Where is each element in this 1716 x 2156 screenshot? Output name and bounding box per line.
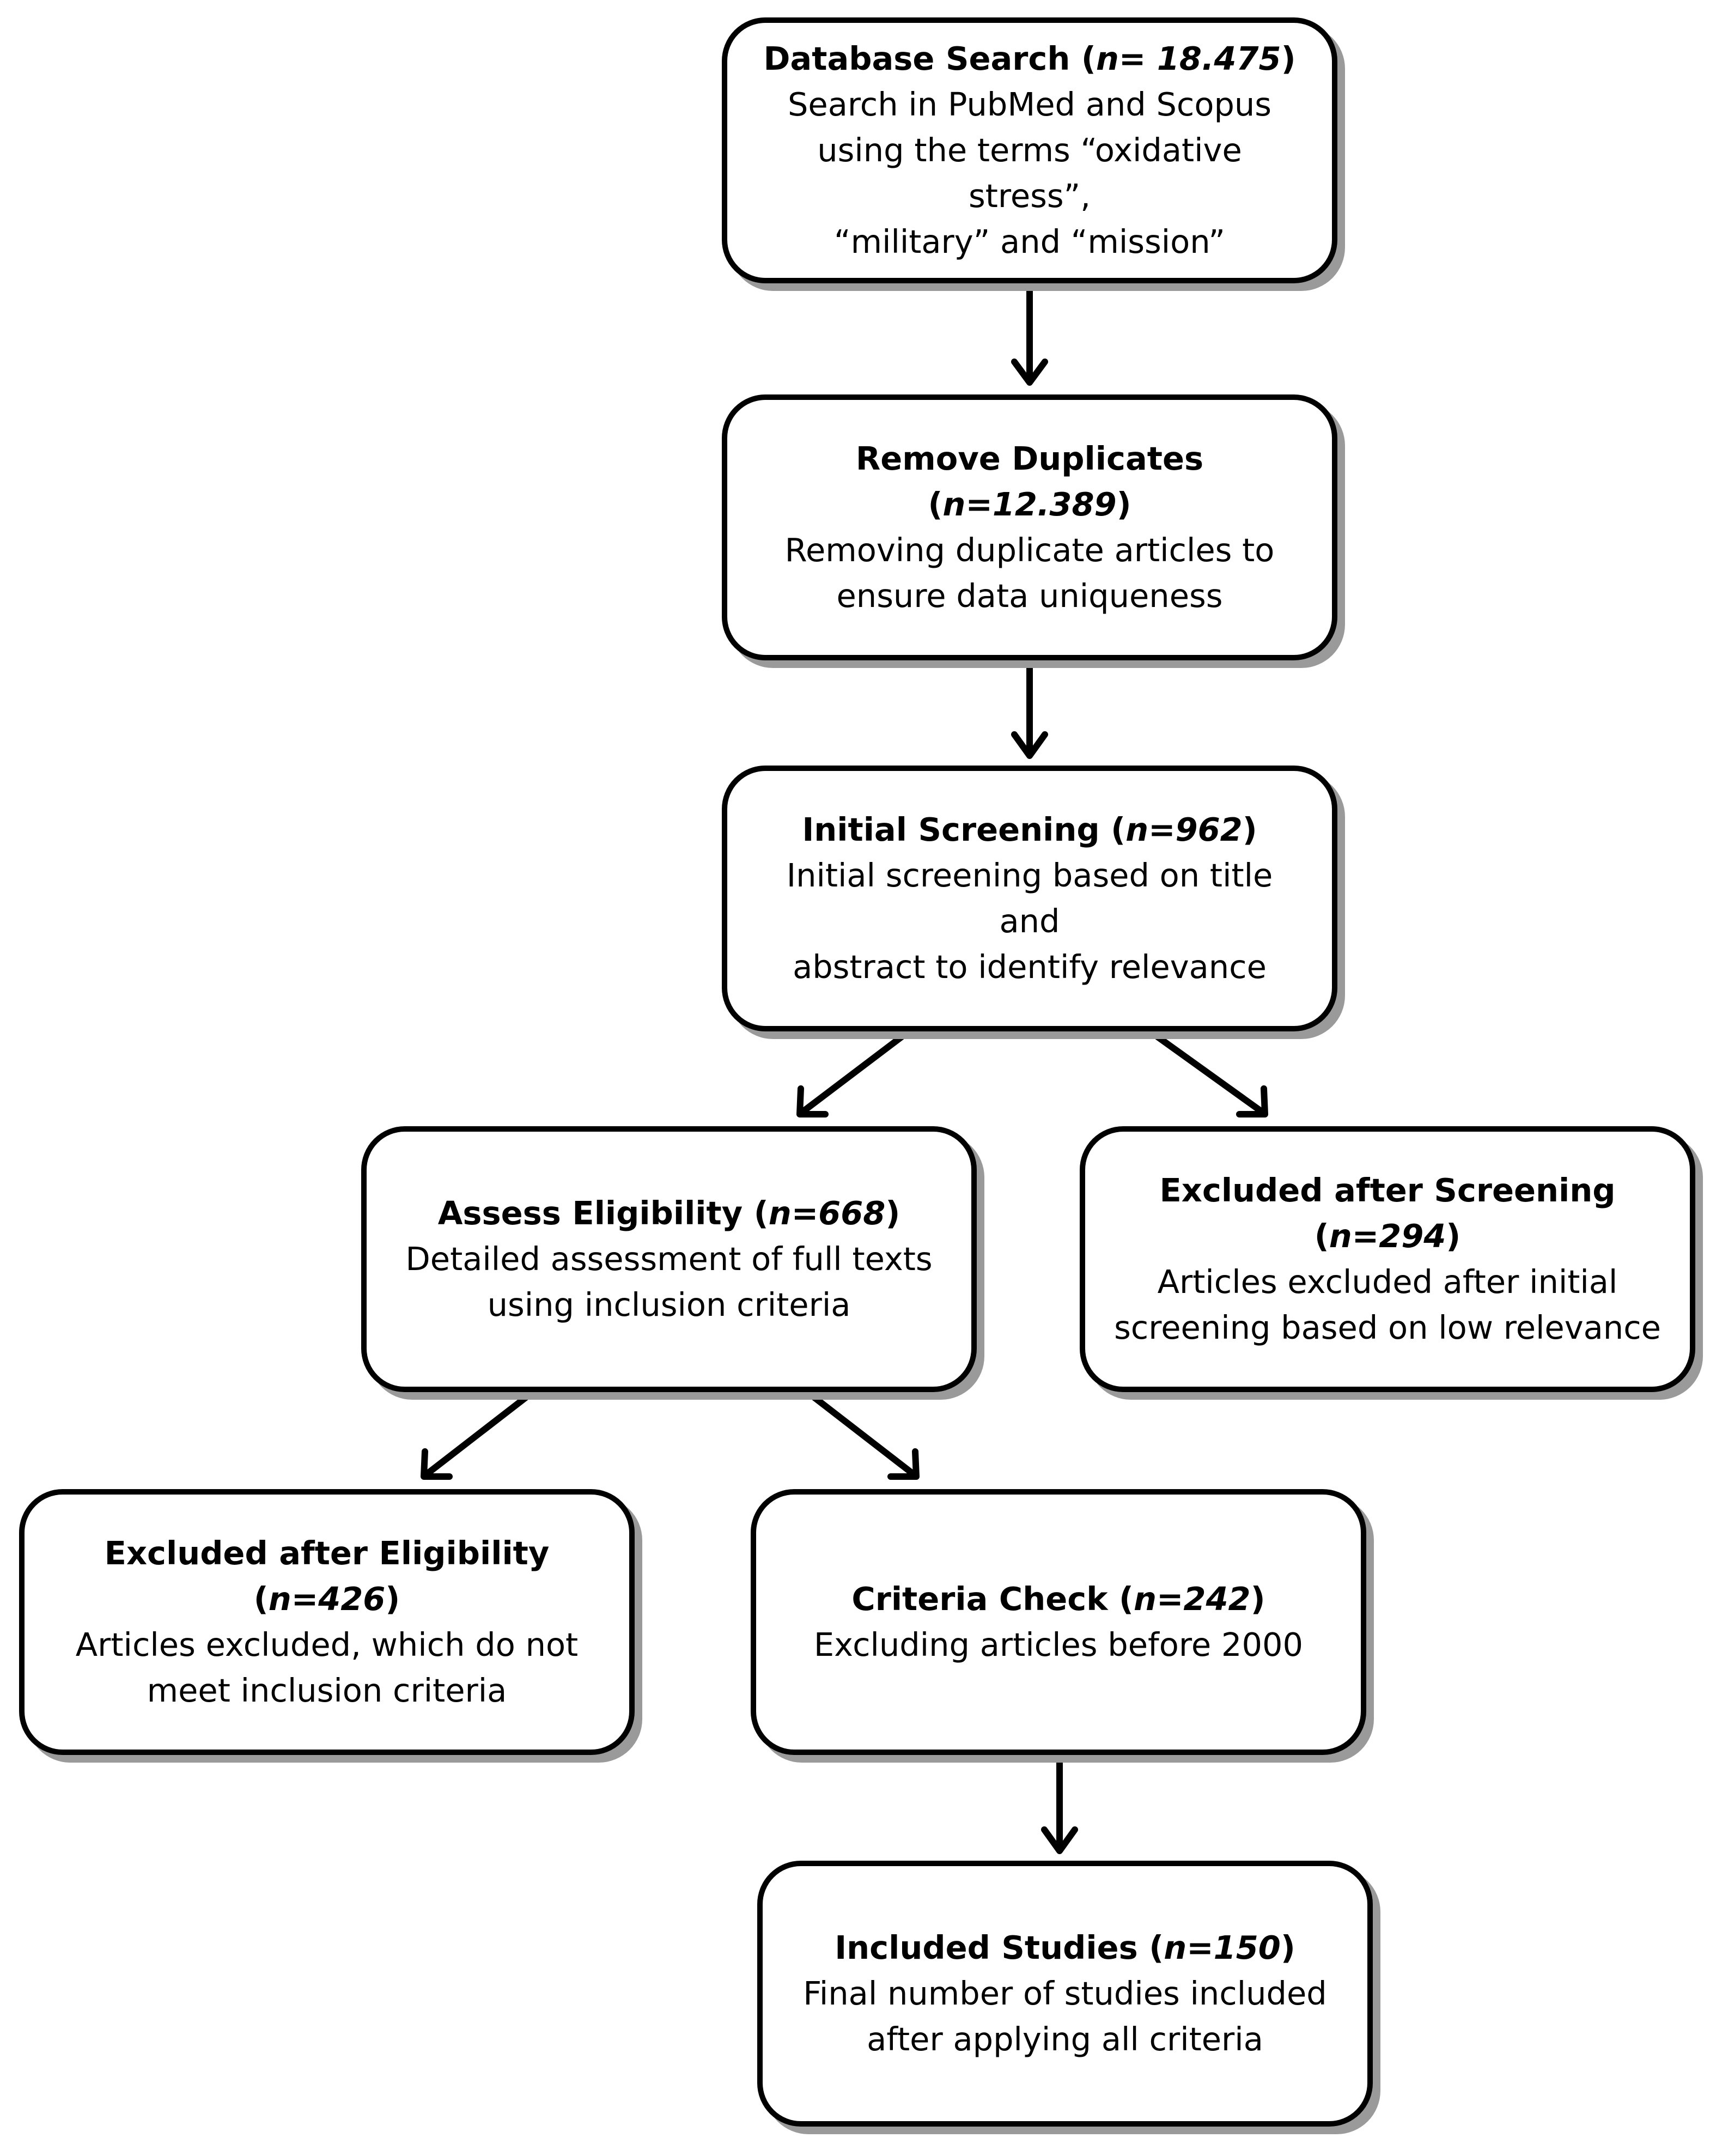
arrow-screening-to-excluded (1154, 1034, 1268, 1118)
node-criteria-check: Criteria Check (n=242) Excluding article… (751, 1489, 1366, 1755)
node-count: (n=294) (1314, 1217, 1461, 1255)
node-description: Final number of studies included after a… (803, 1975, 1327, 2058)
arrow-eligibility-to-excluded (421, 1394, 529, 1480)
node-description: Excluding articles before 2000 (813, 1626, 1304, 1663)
node-description: Detailed assessment of full texts using … (405, 1240, 933, 1323)
node-title: Excluded after Screening (1159, 1171, 1616, 1209)
arrow-eligibility-to-criteria (811, 1394, 920, 1480)
node-title: Database Search (n= 18.475) (763, 40, 1296, 77)
node-excluded-after-eligibility: Excluded after Eligibility (n=426) Artic… (19, 1489, 635, 1755)
node-excluded-after-screening: Excluded after Screening (n=294) Article… (1080, 1126, 1695, 1392)
node-description: Removing duplicate articles to ensure da… (784, 531, 1275, 615)
node-title: Criteria Check (n=242) (851, 1580, 1265, 1618)
node-title: Remove Duplicates (n=12.389) (855, 440, 1204, 523)
node-title: Included Studies (n=150) (835, 1929, 1295, 1966)
node-description: Initial screening based on title and abs… (786, 857, 1273, 986)
node-title: Assess Eligibility (n=668) (437, 1194, 900, 1232)
node-included-studies: Included Studies (n=150) Final number of… (757, 1861, 1373, 2127)
node-database-search: Database Search (n= 18.475) Search in Pu… (722, 17, 1337, 283)
node-count: (n=426) (253, 1580, 400, 1618)
arrow-search-to-duplicates (1011, 284, 1048, 386)
node-title: Initial Screening (n=962) (802, 811, 1257, 848)
arrow-duplicates-to-screening (1011, 661, 1048, 759)
node-description: Search in PubMed and Scopus using the te… (787, 86, 1272, 260)
arrow-screening-to-eligibility (796, 1034, 905, 1118)
node-initial-screening: Initial Screening (n=962) Initial screen… (722, 766, 1337, 1031)
node-title: Excluded after Eligibility (104, 1534, 550, 1572)
node-description: Articles excluded, which do not meet inc… (75, 1626, 579, 1709)
node-description: Articles excluded after initial screenin… (1114, 1263, 1661, 1346)
arrow-criteria-to-included (1041, 1756, 1078, 1854)
node-remove-duplicates: Remove Duplicates (n=12.389) Removing du… (722, 394, 1337, 660)
node-assess-eligibility: Assess Eligibility (n=668) Detailed asse… (361, 1126, 977, 1392)
